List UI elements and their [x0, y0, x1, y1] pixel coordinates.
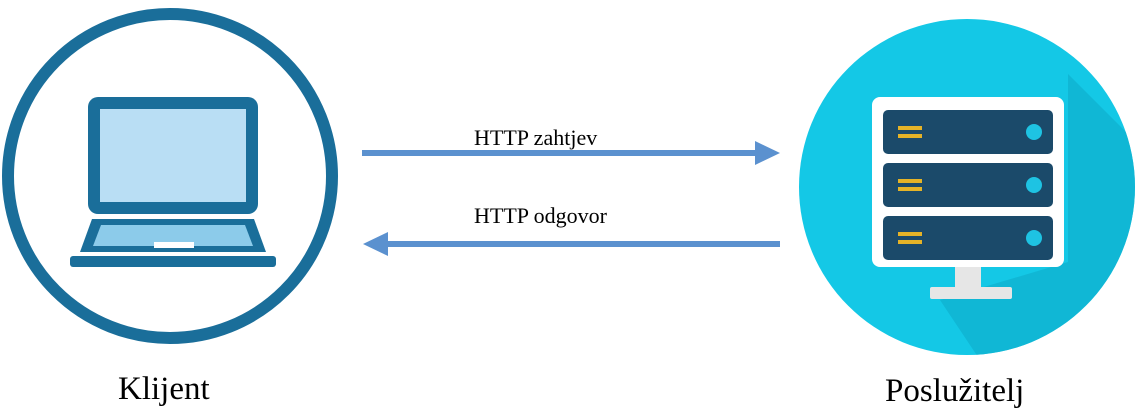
response-arrow-label: HTTP odgovor — [474, 203, 608, 228]
client-node — [2, 8, 338, 344]
server-label: Poslužitelj — [885, 373, 1025, 409]
laptop-icon — [70, 97, 276, 267]
request-arrow-label: HTTP zahtjev — [474, 125, 598, 150]
server-node — [799, 19, 1135, 355]
request-arrow — [362, 141, 780, 165]
client-label: Klijent — [118, 371, 210, 407]
server-icon — [872, 97, 1064, 299]
response-arrow — [363, 232, 780, 256]
